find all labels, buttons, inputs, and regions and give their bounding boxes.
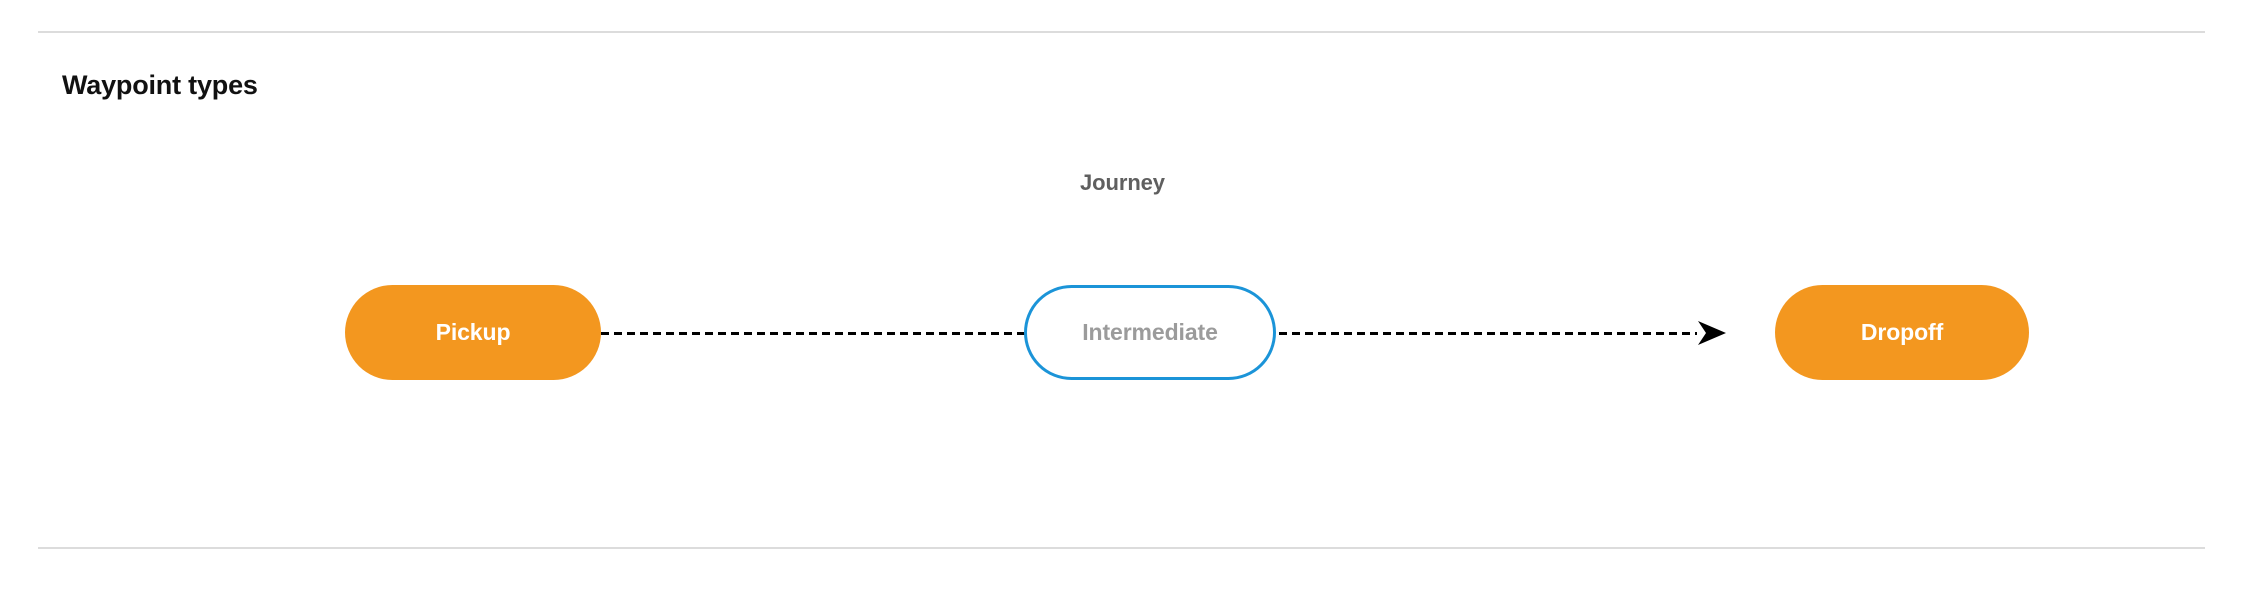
waypoint-node-dropoff[interactable]: Dropoff <box>1775 285 2029 380</box>
journey-edge-intermediate-to-dropoff <box>1279 332 1697 335</box>
waypoint-node-intermediate[interactable]: Intermediate <box>1024 285 1276 380</box>
arrow-right-icon <box>1698 321 1726 345</box>
waypoint-node-dropoff-label: Dropoff <box>1860 319 1944 345</box>
section-divider-top <box>38 31 2205 33</box>
waypoint-node-intermediate-label: Intermediate <box>1082 319 1218 345</box>
journey-group-label: Journey <box>1080 170 1165 195</box>
page-title: Waypoint types <box>62 70 258 100</box>
waypoint-node-pickup[interactable]: Pickup <box>345 285 601 380</box>
waypoint-node-pickup-label: Pickup <box>435 319 511 345</box>
section-divider-bottom <box>38 547 2205 549</box>
journey-edge-pickup-to-intermediate <box>601 332 1025 335</box>
